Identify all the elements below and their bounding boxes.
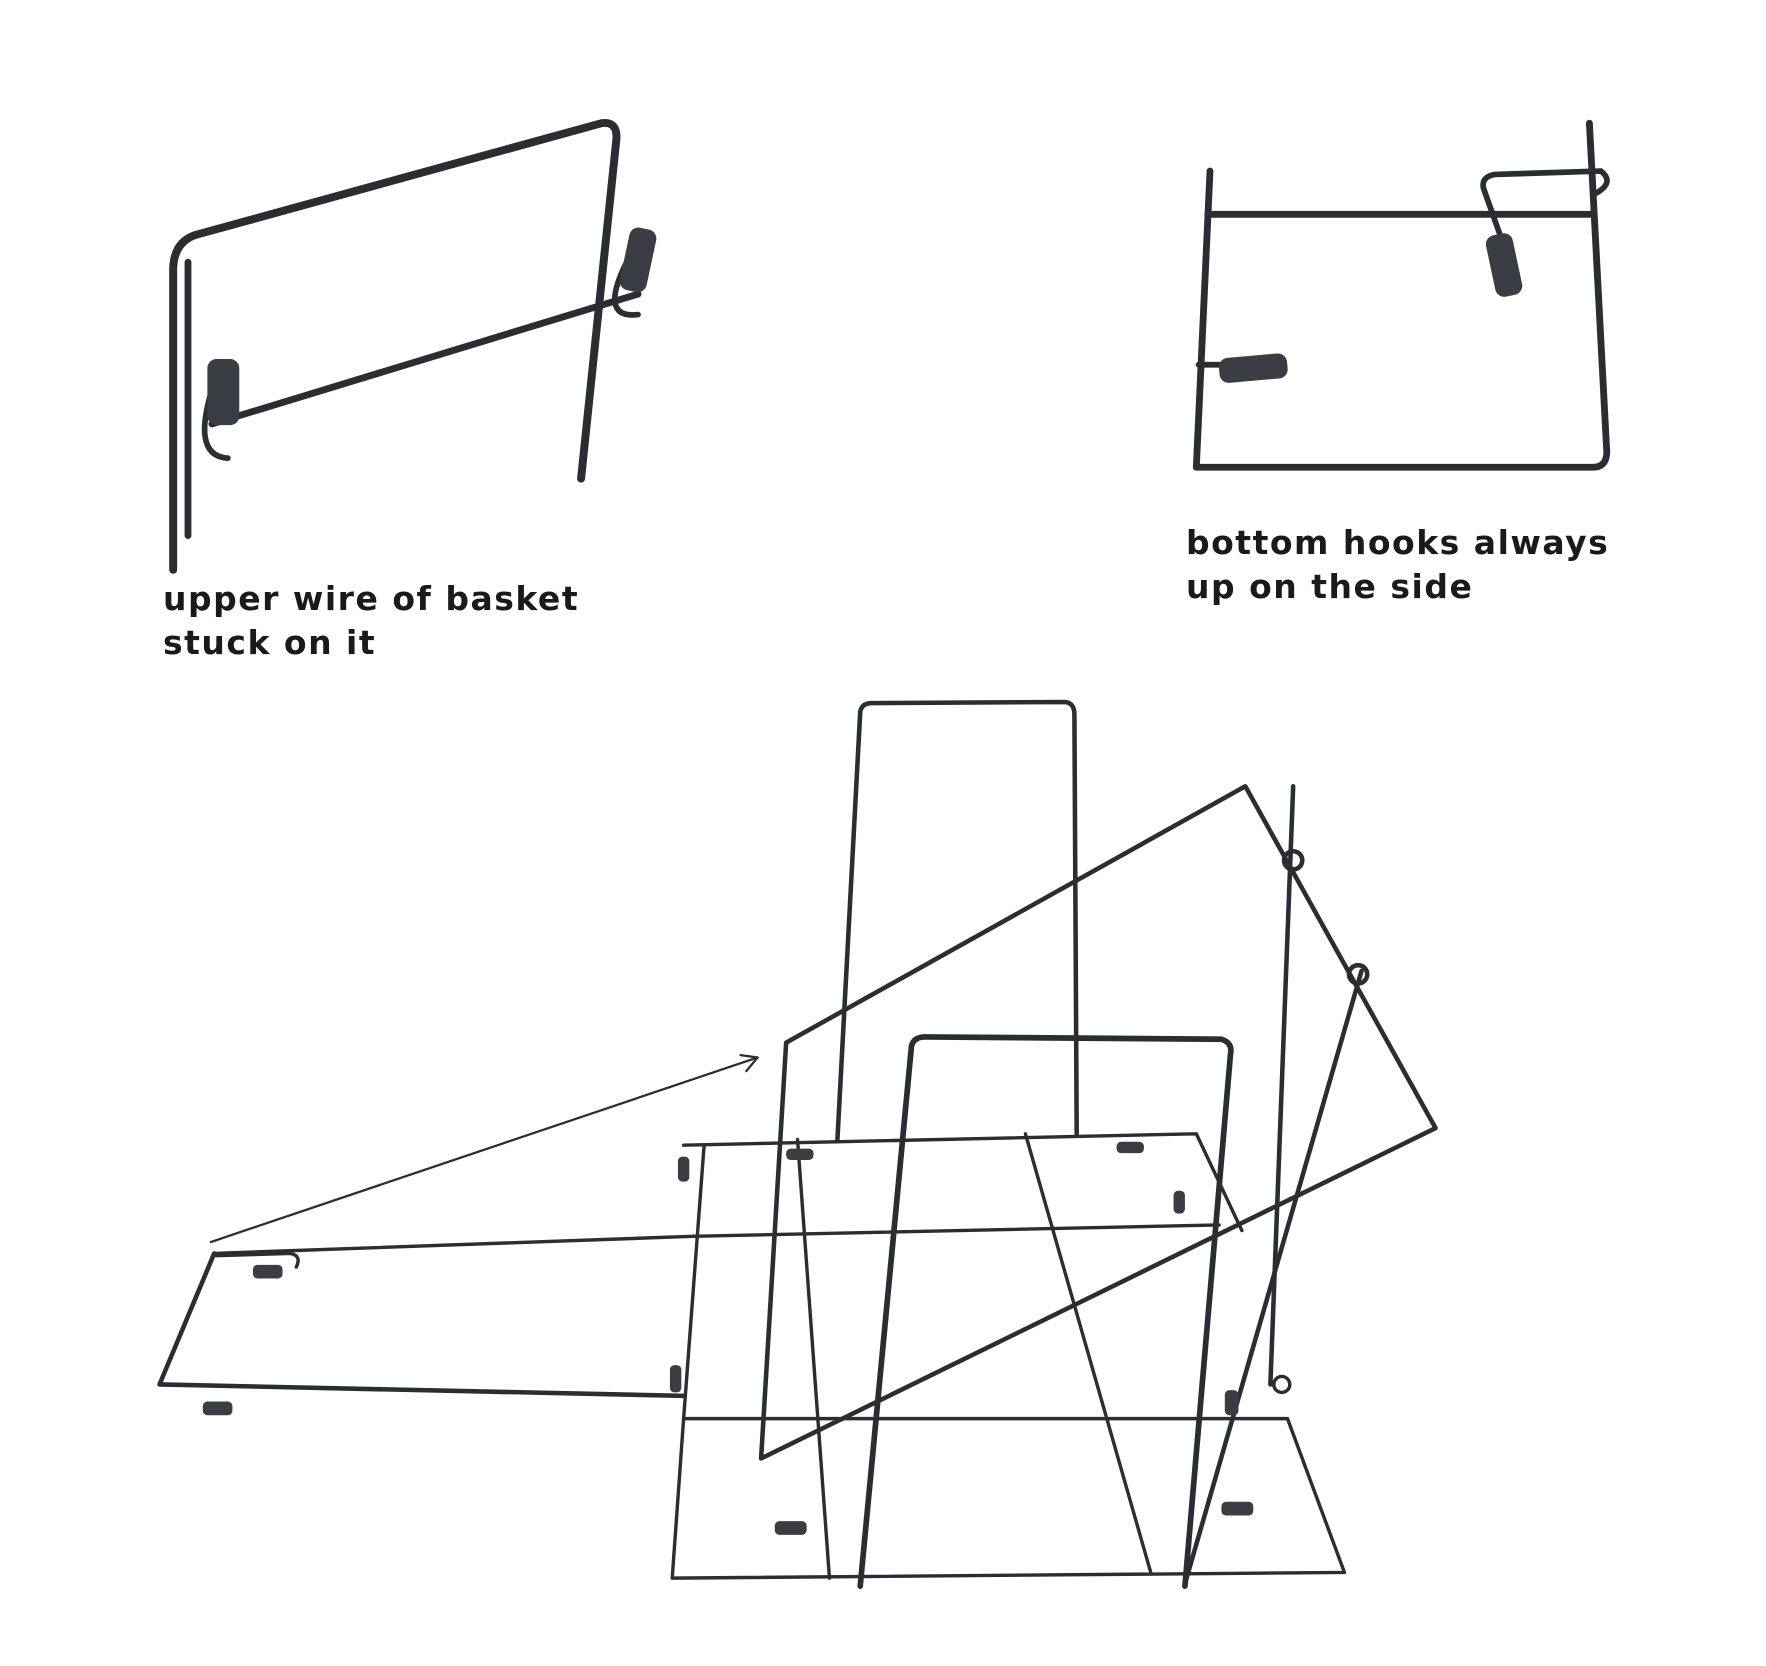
- rubber-hook-icon: [252, 1264, 283, 1279]
- rubber-hook-icon: [774, 1521, 807, 1535]
- rubber-hook-icon: [1221, 1501, 1254, 1516]
- rubber-hook-icon: [1173, 1190, 1185, 1214]
- caption-line: bottom hooks always: [1186, 523, 1610, 562]
- detail-photo-upper-wire: [169, 118, 657, 574]
- caption-line: stuck on it: [163, 623, 377, 662]
- rubber-hook-icon: [786, 1148, 814, 1160]
- rubber-hook-icon: [202, 1401, 233, 1416]
- annotation-arrow: [209, 1054, 759, 1244]
- detail-photo-bottom-hooks: [1192, 119, 1611, 471]
- folded-basket-frame: [157, 699, 1438, 1589]
- caption-line: upper wire of basket: [163, 579, 580, 618]
- rubber-hook-icon: [1224, 1390, 1239, 1416]
- rubber-hook-icon: [677, 1156, 690, 1182]
- rubber-hook-icon: [669, 1365, 682, 1393]
- rubber-hook-icon: [207, 359, 240, 426]
- rubber-hook-icon: [619, 227, 657, 293]
- caption-bottom-hooks: bottom hooks always up on the side: [1186, 521, 1609, 609]
- caption-upper-wire: upper wire of basket stuck on it: [163, 577, 579, 665]
- rubber-hook-icon: [1485, 233, 1523, 297]
- rubber-hook-icon: [1218, 353, 1288, 383]
- caption-line: up on the side: [1186, 567, 1474, 606]
- rubber-hook-icon: [1116, 1141, 1144, 1154]
